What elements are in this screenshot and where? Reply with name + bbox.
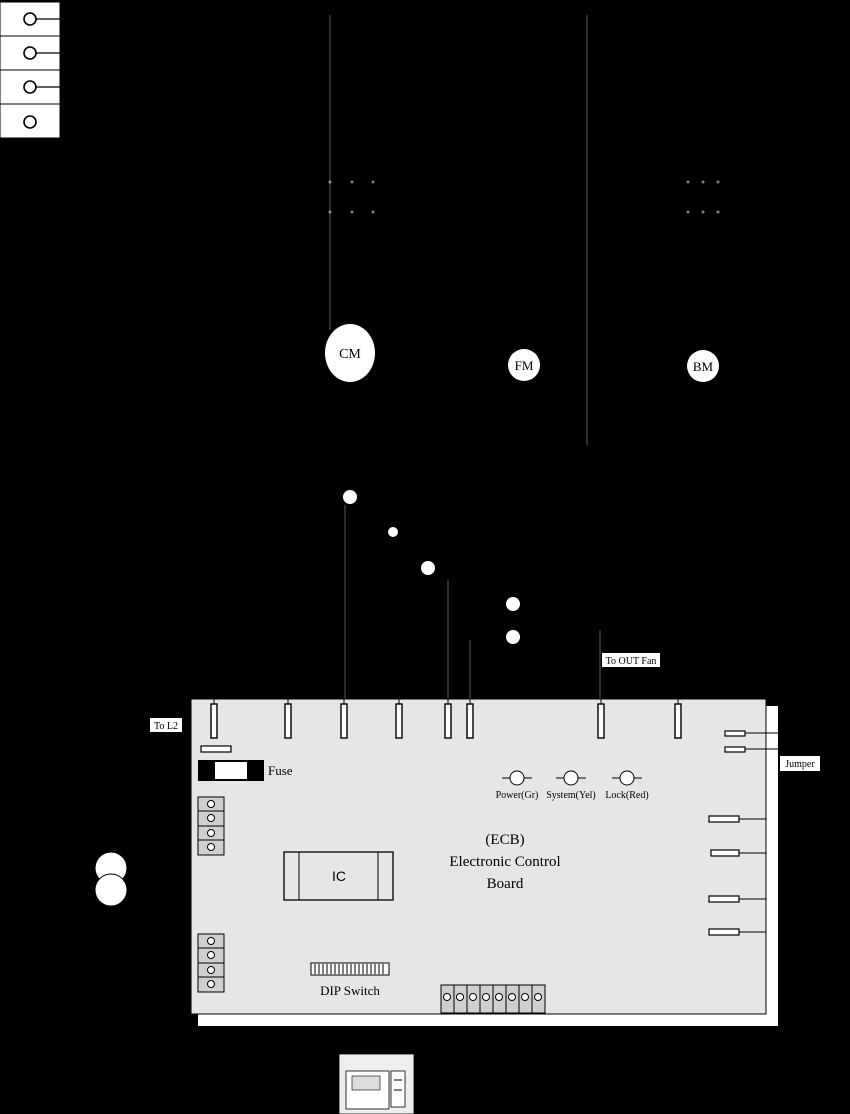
led-system: System(Yel) [546, 770, 596, 801]
dip-switch: DIP Switch [310, 962, 390, 998]
relay-contacts-right [686, 180, 720, 214]
fan-motor: FM [508, 349, 540, 381]
led-system-label: System(Yel) [546, 790, 596, 801]
ic-chip: IC [283, 851, 394, 901]
jumper-label: Jumper [785, 759, 815, 770]
wires [329, 15, 601, 700]
to-l2-label: To L2 [154, 721, 178, 732]
board-title-line-3: Board [487, 876, 524, 892]
electronic-control-board: Fuse IC [190, 698, 778, 1026]
led-lock: Lock(Red) [605, 770, 649, 801]
compressor-motor: CM [325, 324, 375, 382]
compressor-motor-label: CM [339, 347, 361, 362]
transformer-icon [94, 851, 128, 907]
to-out-fan-tag: To OUT Fan [602, 653, 660, 667]
board-title-line-1: (ECB) [485, 832, 524, 848]
terminal-circle-icon [23, 46, 60, 60]
dip-switch-label: DIP Switch [320, 983, 380, 998]
terminal-block-top-left [0, 1, 61, 139]
fuse: Fuse [198, 745, 293, 781]
jumper-connectors [724, 730, 778, 753]
bottom-terminal-strip [440, 984, 546, 1014]
fan-motor-label: FM [515, 358, 534, 373]
blower-motor: BM [687, 350, 719, 382]
terminal-circle-icon [23, 12, 60, 26]
top-connectors [210, 699, 682, 739]
left-terminal-strip-upper [197, 796, 225, 856]
ic-label: IC [332, 868, 346, 884]
thermostat-icon [338, 1053, 415, 1114]
sensor-points [343, 490, 520, 644]
led-lock-label: Lock(Red) [605, 790, 648, 801]
jumper-tag: Jumper [780, 756, 820, 771]
relay-contacts-left [328, 180, 375, 214]
fuse-label: Fuse [268, 763, 293, 778]
board-title-line-2: Electronic Control [449, 854, 560, 870]
right-connectors [708, 815, 766, 936]
terminal-circle-icon [23, 80, 60, 94]
led-power-label: Power(Gr) [496, 790, 539, 801]
led-power: Power(Gr) [496, 770, 539, 801]
to-l2-tag: To L2 [150, 718, 182, 732]
terminal-circle-icon [23, 115, 37, 129]
left-terminal-strip-lower [197, 933, 225, 993]
to-out-fan-label: To OUT Fan [606, 656, 657, 667]
blower-motor-label: BM [693, 359, 714, 374]
